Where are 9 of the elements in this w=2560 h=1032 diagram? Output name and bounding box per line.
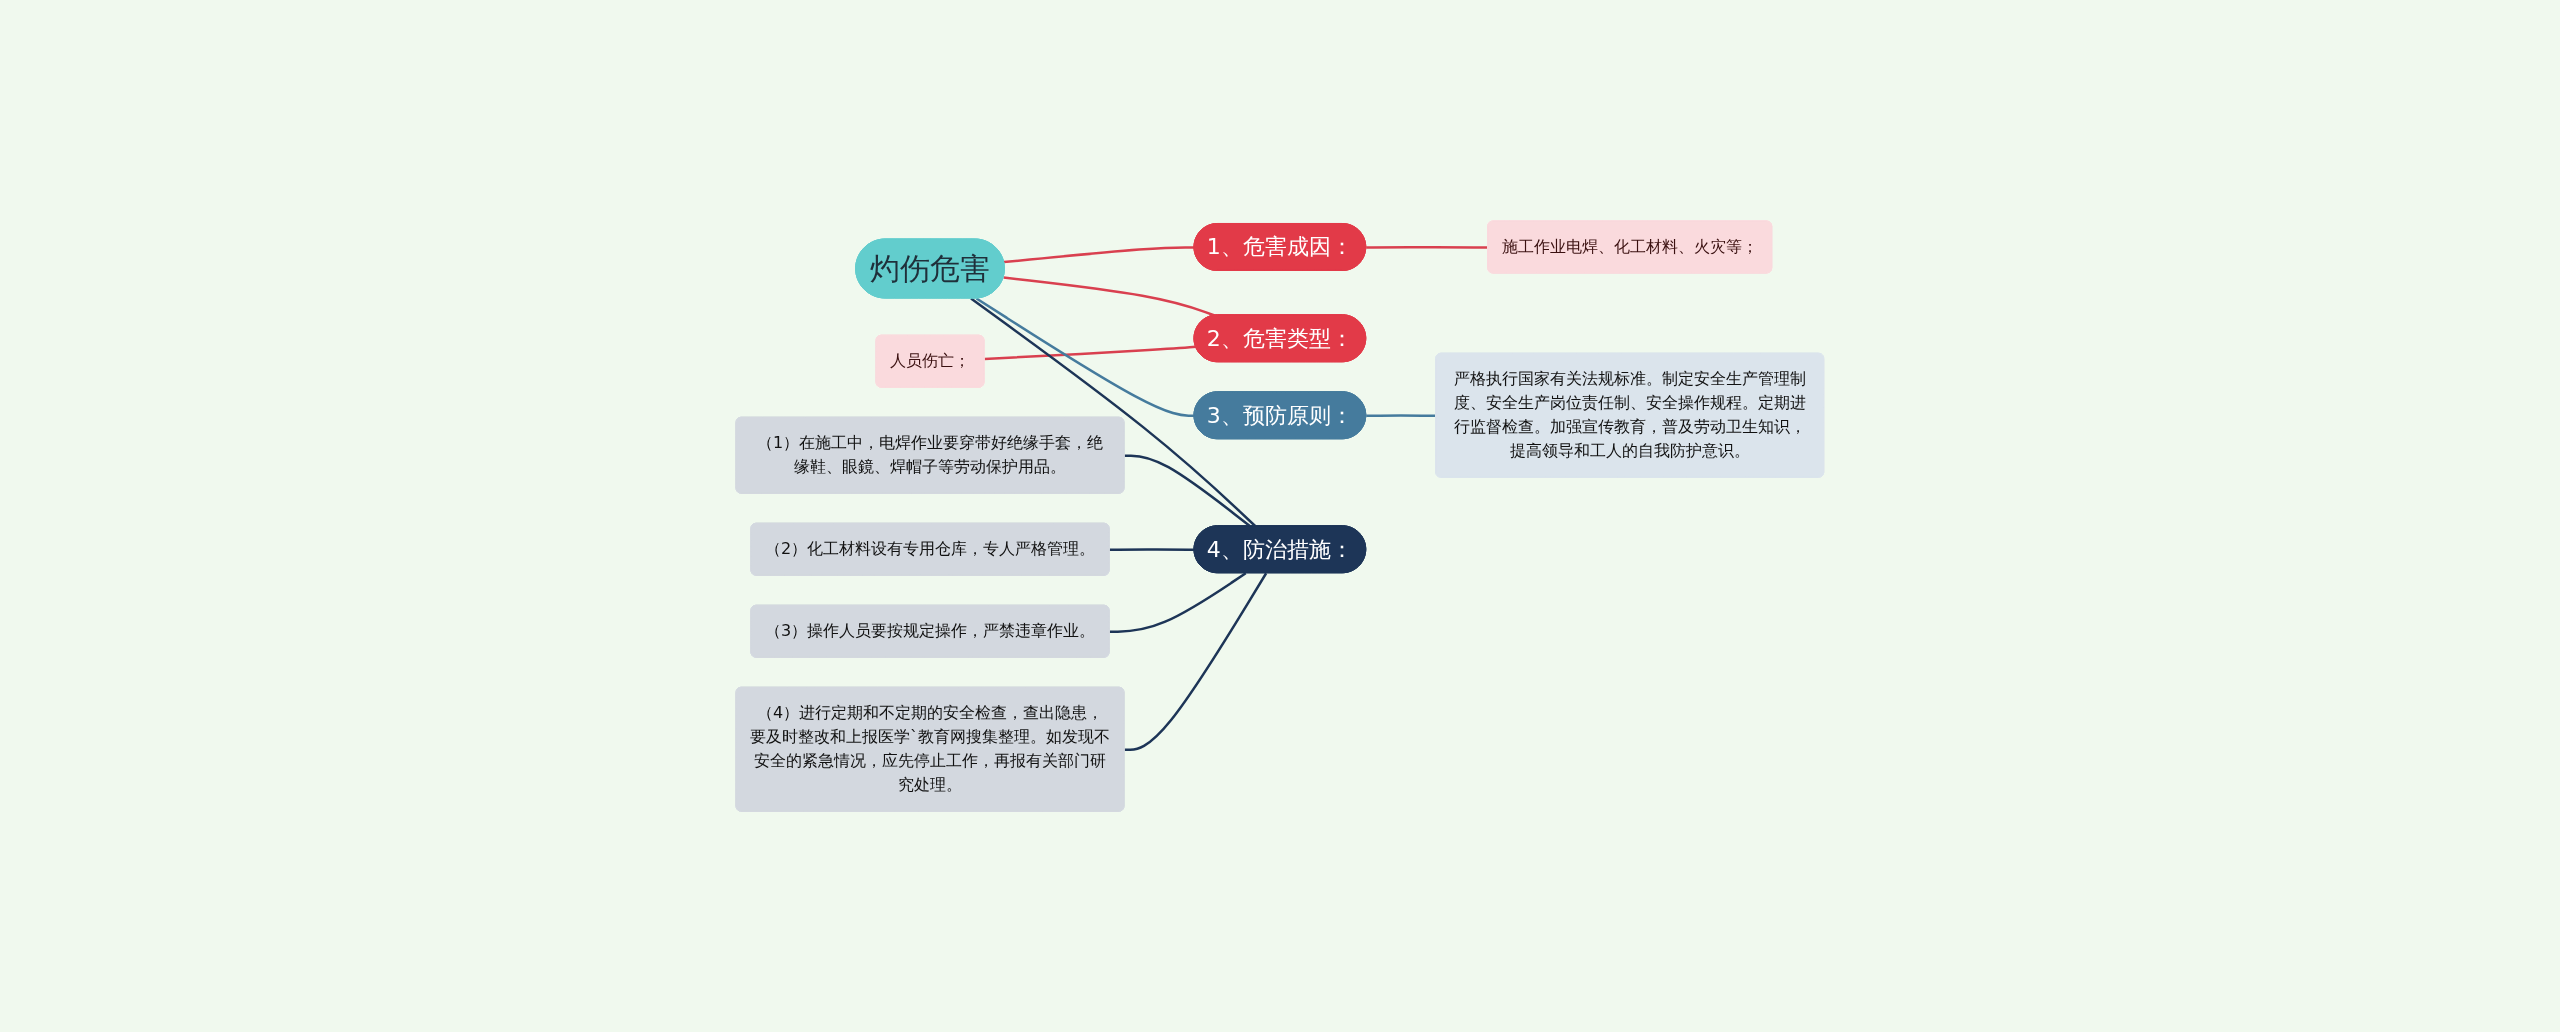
connector [1004,246,1195,264]
connector [1366,245,1489,249]
connector [1003,276,1216,317]
connector [1109,572,1247,633]
connector [1124,572,1268,751]
connector [1366,414,1437,417]
connector [984,345,1197,361]
connector [975,297,1195,417]
connector [1109,548,1195,551]
